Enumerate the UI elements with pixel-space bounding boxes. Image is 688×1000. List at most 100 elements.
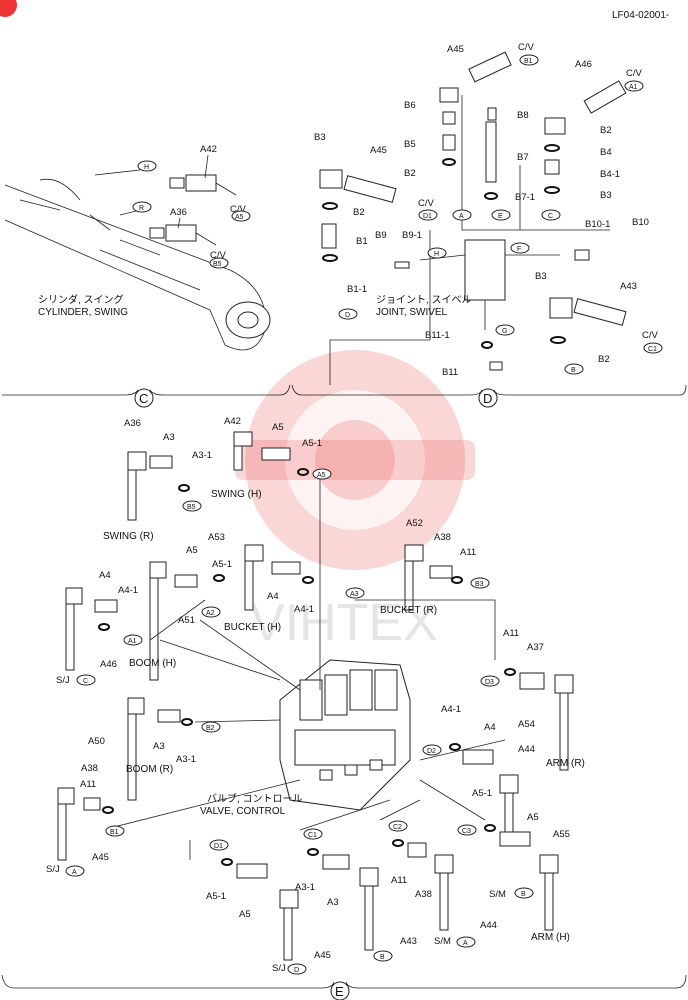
d-oval-g: G	[495, 324, 515, 336]
e-label-50: A45	[314, 950, 331, 961]
c-label-cv-1: C/V	[230, 204, 247, 215]
svg-text:B5: B5	[213, 261, 222, 268]
d-label-0: A45	[447, 44, 464, 55]
e-label-28: A50	[88, 736, 105, 747]
e-label-17: BUCKET (R)	[380, 605, 437, 616]
e-label-6: SWING (H)	[211, 489, 262, 500]
section-e-label: E	[335, 984, 344, 999]
e-label-8: A53	[208, 532, 225, 543]
d-label-14: B2	[404, 168, 416, 179]
d-label-25: A43	[620, 281, 637, 292]
svg-text:A: A	[459, 213, 464, 220]
d-oval-d: D	[338, 308, 358, 320]
svg-text:D: D	[345, 312, 350, 319]
svg-text:C2: C2	[393, 824, 402, 831]
e-label-13: A5-1	[212, 559, 232, 570]
svg-text:R: R	[139, 205, 144, 212]
d-label-6: B3	[314, 132, 326, 143]
e-label-42: S/M	[489, 889, 506, 900]
svg-text:C3: C3	[462, 828, 471, 835]
d-oval-a: A	[452, 209, 472, 221]
svg-text:D3: D3	[485, 679, 494, 686]
d-label-19: B10	[632, 217, 649, 228]
e-label-47: A11	[391, 875, 407, 886]
svg-text:D1: D1	[214, 843, 223, 850]
svg-text:A5: A5	[235, 214, 244, 221]
svg-text:D: D	[294, 967, 299, 974]
control-valve	[279, 659, 411, 811]
e-label-37: A5-1	[472, 788, 492, 799]
e-label-9: A52	[406, 518, 423, 529]
d-label-20: B1	[356, 236, 368, 247]
page-number: LF04-02001-	[612, 10, 669, 21]
e-oval-c3: C3	[457, 824, 477, 836]
e-label-1: A3	[163, 432, 175, 443]
d-label-7: B5	[404, 139, 416, 150]
e-label-53: A44	[480, 920, 497, 931]
d-label-22: B9-1	[402, 230, 422, 241]
svg-text:F: F	[517, 246, 521, 253]
e-label-34: A44	[518, 744, 535, 755]
section-c-label: C	[139, 391, 148, 406]
e-label-23: S/J	[56, 675, 70, 686]
svg-text:B2: B2	[206, 725, 215, 732]
c-oval-b5: B5	[209, 257, 229, 269]
d-label-18: B10-1	[585, 219, 610, 230]
svg-text:A2: A2	[206, 610, 215, 617]
d-label-13: A45	[370, 145, 387, 156]
valve-caption-en: VALVE, CONTROL	[200, 806, 286, 817]
d-oval-a1: A1	[624, 80, 644, 92]
svg-text:A1: A1	[128, 638, 137, 645]
e-oval-a3: A3	[345, 587, 365, 599]
e-oval-a5: A5	[312, 468, 332, 480]
e-label-38: A5	[527, 812, 539, 823]
section-d-diagram: A45 C/V A46 C/V B6 B8 B3 B5 B2 B4 B7 B4-…	[291, 42, 687, 408]
e-label-43: ARM (H)	[531, 932, 570, 943]
svg-text:A5: A5	[317, 472, 326, 479]
e-label-5: A5-1	[302, 438, 322, 449]
d-oval-b1: B1	[519, 54, 539, 66]
c-oval-h: H	[137, 160, 157, 172]
e-oval-d1: D1	[209, 839, 229, 851]
d-label-1: C/V	[518, 42, 535, 53]
c-label-cv-2: C/V	[210, 250, 227, 261]
e-label-49: A5	[239, 909, 251, 920]
d-label-12: B3	[600, 190, 612, 201]
e-oval-b5: B5	[182, 500, 202, 512]
e-label-45: A3-1	[295, 882, 315, 893]
d-label-27: C/V	[642, 330, 659, 341]
d-oval-d1: D1	[418, 209, 438, 221]
e-label-4: A3-1	[192, 450, 212, 461]
d-oval-b: B	[564, 363, 584, 375]
e-label-21: BOOM (H)	[129, 658, 176, 669]
e-oval-a-bottom: A	[456, 936, 476, 948]
e-oval-d2: D2	[422, 744, 442, 756]
cylinder-caption-en: CYLINDER, SWING	[38, 307, 128, 318]
e-label-0: A36	[124, 418, 141, 429]
d-label-15: C/V	[418, 198, 435, 209]
svg-text:C1: C1	[308, 832, 317, 839]
svg-text:C: C	[83, 678, 88, 685]
d-label-2: A46	[575, 59, 592, 70]
watermark-gear-logo	[235, 350, 475, 570]
c-label-a36: A36	[170, 207, 187, 218]
d-label-9: B4	[600, 147, 612, 158]
e-oval-a-left: A	[65, 865, 85, 877]
e-oval-b2: B2	[201, 721, 221, 733]
e-label-33: A4	[484, 722, 496, 733]
e-label-44: A5-1	[206, 891, 226, 902]
d-label-10: B7	[517, 152, 529, 163]
e-label-52: S/M	[434, 936, 451, 947]
d-label-28: B2	[598, 354, 610, 365]
d-label-5: B8	[517, 110, 529, 121]
svg-text:D2: D2	[427, 748, 436, 755]
e-oval-b-bottom: B	[373, 950, 393, 962]
e-label-25: A37	[527, 642, 544, 653]
corner-badge	[0, 0, 17, 17]
section-c-diagram: A42 C/V A36 C/V H R A5 B5 シリンダ, スイング CYL…	[2, 144, 291, 408]
d-label-11: B4-1	[600, 169, 620, 180]
valve-caption-jp: バルブ, コントロール	[207, 792, 303, 805]
svg-text:B: B	[571, 367, 576, 374]
e-label-22: A46	[100, 659, 117, 670]
